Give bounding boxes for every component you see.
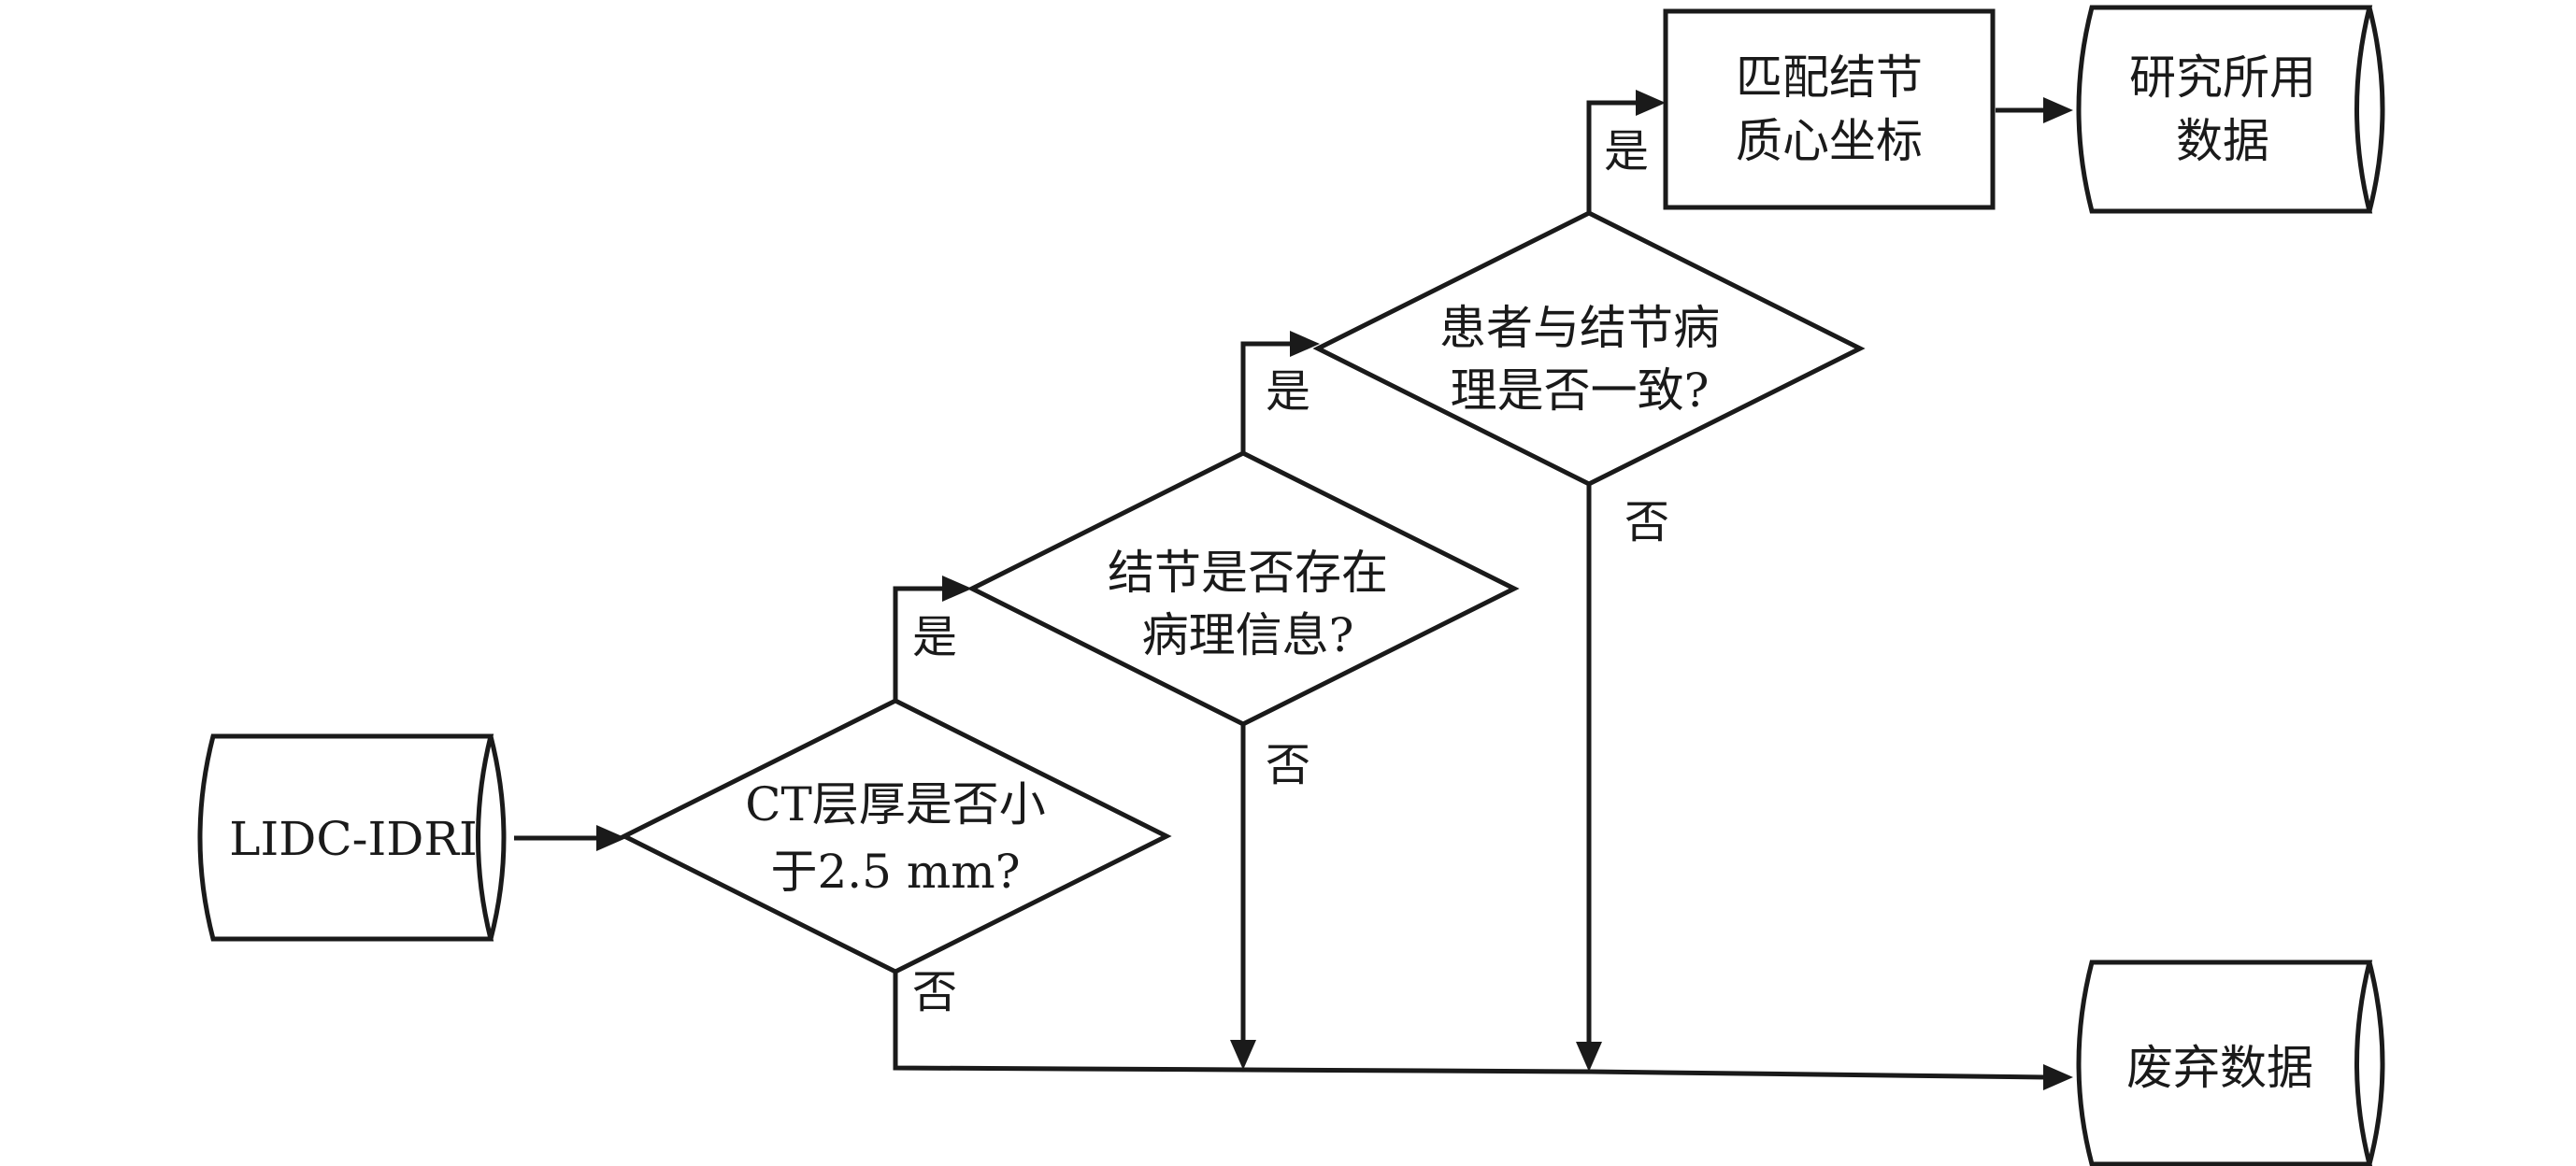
node-label: LIDC-IDRI bbox=[229, 812, 477, 866]
storage-right-curve bbox=[2367, 7, 2385, 212]
storage-right-curve bbox=[488, 735, 507, 940]
storage-right-curve bbox=[2367, 961, 2385, 1165]
node-label-line-2: 理是否一致? bbox=[1451, 363, 1710, 418]
node-storage-research: 研究所用 数据 bbox=[2076, 5, 2385, 214]
edge-label-d1-yes: 是 bbox=[912, 611, 957, 663]
arrowhead-d1 bbox=[596, 825, 626, 851]
edge-d1-to-d2 bbox=[893, 586, 944, 701]
node-label-line-2: 病理信息? bbox=[1142, 608, 1354, 662]
arrowhead-d3 bbox=[1290, 331, 1320, 357]
arrowhead-d3-no bbox=[1576, 1042, 1602, 1072]
arrowhead-d2-no bbox=[1230, 1040, 1256, 1070]
node-label-line-2: 数据 bbox=[2176, 114, 2269, 168]
edge-label-d2-yes: 是 bbox=[1266, 365, 1310, 418]
decision-diamond bbox=[619, 698, 1172, 974]
node-decision-2: 结节是否存在 病理信息? bbox=[966, 450, 1520, 727]
arrowhead-d2 bbox=[942, 576, 972, 602]
process-box bbox=[1663, 8, 1996, 210]
edge-labels: 是 否 是 否 是 否 bbox=[912, 125, 1669, 1018]
node-label-line-1: 结节是否存在 bbox=[1108, 546, 1388, 600]
edge-label-d3-yes: 是 bbox=[1604, 125, 1649, 178]
node-storage-discard: 废弃数据 bbox=[2076, 960, 2385, 1166]
node-label-line-1: 患者与结节病 bbox=[1439, 301, 1720, 355]
arrowhead-discard bbox=[2043, 1064, 2073, 1090]
node-label-line-2: 于2.5 mm? bbox=[770, 845, 1020, 899]
edge-d1-to-discard bbox=[893, 972, 2046, 1080]
arrowhead-research bbox=[2043, 97, 2073, 123]
node-label: 废弃数据 bbox=[2126, 1041, 2313, 1095]
node-process-match: 匹配结节 质心坐标 bbox=[1663, 8, 1996, 210]
edge-d2-to-d3 bbox=[1240, 341, 1292, 453]
storage-shape bbox=[2076, 5, 2373, 214]
node-label-line-1: 研究所用 bbox=[2129, 50, 2316, 105]
node-label-line-1: 匹配结节 bbox=[1736, 50, 1923, 105]
connectors bbox=[514, 90, 2073, 1090]
node-decision-1: CT层厚是否小 于2.5 mm? bbox=[619, 698, 1172, 974]
node-label-line-2: 质心坐标 bbox=[1736, 114, 1923, 168]
arrowhead-match bbox=[1636, 90, 1666, 116]
edge-label-d3-no: 否 bbox=[1624, 496, 1669, 548]
node-label-line-1: CT层厚是否小 bbox=[745, 777, 1046, 832]
edge-label-d1-no: 否 bbox=[912, 966, 957, 1018]
edge-d3-to-match bbox=[1586, 100, 1638, 213]
node-source: LIDC-IDRI bbox=[197, 733, 507, 942]
node-decision-3: 患者与结节病 理是否一致? bbox=[1312, 210, 1866, 487]
edge-label-d2-no: 否 bbox=[1266, 739, 1310, 791]
decision-diamond bbox=[966, 450, 1520, 727]
decision-diamond bbox=[1312, 210, 1866, 487]
